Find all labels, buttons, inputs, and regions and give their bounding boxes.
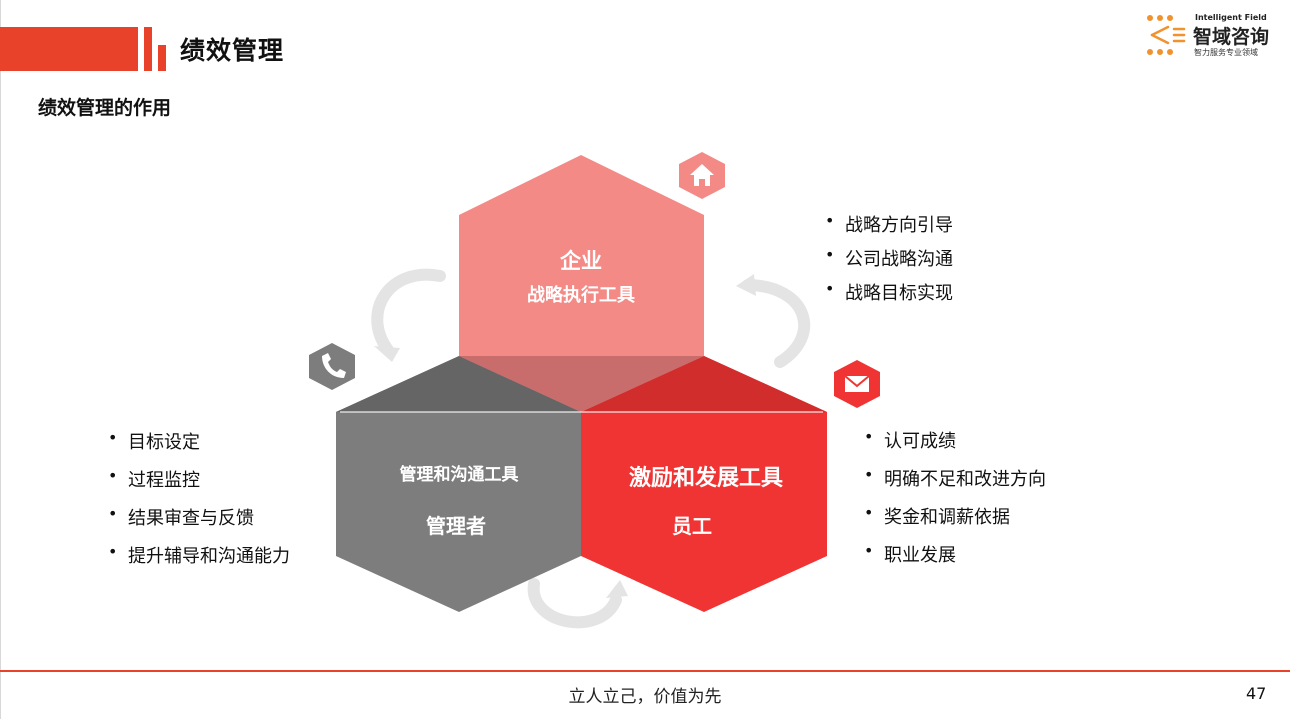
list-item: 提升辅导和沟通能力 [108, 542, 290, 580]
header-accent-stripe [144, 27, 152, 71]
enterprise-subtitle: 战略执行工具 [527, 284, 635, 306]
employee-bullet-list: 认可成绩 明确不足和改进方向 奖金和调薪依据 职业发展 [864, 427, 1046, 579]
cycle-arrow-top-right [736, 274, 811, 368]
cycle-arrow-bottom [527, 578, 628, 629]
left-border [0, 0, 1, 719]
list-item: 认可成绩 [864, 427, 1046, 465]
header-accent-stripe [158, 45, 166, 71]
footer-slogan: 立人立己，价值为先 [568, 687, 722, 707]
hexagon-manager [336, 356, 581, 612]
manager-bullet-list: 目标设定 过程监控 结果审查与反馈 提升辅导和沟通能力 [108, 428, 290, 580]
list-item: 公司战略沟通 [825, 245, 953, 279]
enterprise-title: 企业 [559, 249, 602, 273]
list-item: 过程监控 [108, 466, 290, 504]
mail-icon [834, 360, 880, 408]
list-item: 目标设定 [108, 428, 290, 466]
logo-english-text: Intelligent Field [1195, 13, 1267, 22]
section-title: 绩效管理的作用 [38, 97, 172, 119]
list-item: 战略方向引导 [825, 211, 953, 245]
hexagon-employee-shade [581, 356, 827, 412]
logo-tagline: 智力服务专业领域 [1194, 48, 1258, 57]
enterprise-bullet-list: 战略方向引导 公司战略沟通 战略目标实现 [825, 211, 953, 313]
page-number: 47 [1246, 684, 1267, 703]
manager-title: 管理和沟通工具 [400, 464, 519, 485]
list-item: 战略目标实现 [825, 279, 953, 313]
employee-title: 激励和发展工具 [629, 465, 783, 491]
phone-icon [309, 343, 355, 390]
list-item: 职业发展 [864, 541, 1046, 579]
hexagon-employee [581, 356, 827, 612]
home-icon [679, 152, 725, 199]
hexagon-enterprise [459, 155, 704, 412]
logo-mark-icon [1147, 15, 1186, 55]
manager-subtitle: 管理者 [426, 514, 486, 538]
footer-divider [0, 670, 1290, 672]
page-title: 绩效管理 [180, 36, 285, 65]
list-item: 结果审查与反馈 [108, 504, 290, 542]
cycle-arrow-top-left [371, 268, 446, 362]
employee-subtitle: 员工 [672, 514, 712, 538]
header-accent-bar [0, 27, 138, 71]
hexagon-manager-shade [336, 356, 581, 412]
logo-chinese-text: 智域咨询 [1193, 26, 1270, 48]
hexagon-overlap [459, 356, 704, 412]
list-item: 明确不足和改进方向 [864, 465, 1046, 503]
list-item: 奖金和调薪依据 [864, 503, 1046, 541]
company-logo: Intelligent Field 智域咨询 智力服务专业领域 [1144, 10, 1290, 62]
